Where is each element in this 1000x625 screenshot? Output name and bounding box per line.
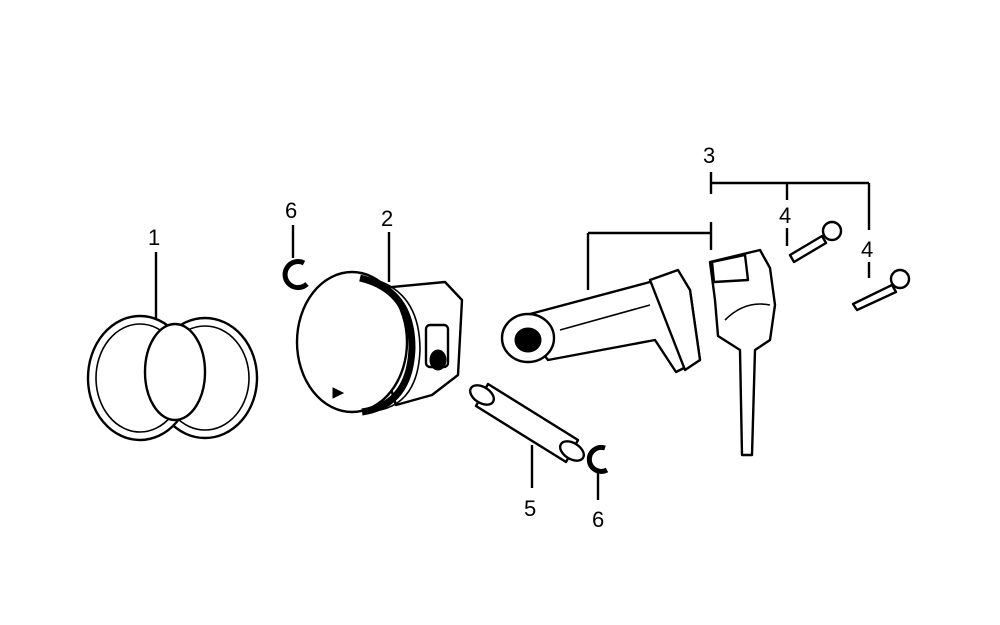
callout-4-lower: 4 [861,237,873,262]
callout-labels: 1 2 3 4 4 5 6 6 [148,143,873,532]
connecting-rod [500,268,702,374]
rod-cap [708,248,777,457]
leader-lines [154,172,871,500]
cap-bolt-lower [851,268,911,312]
callout-5: 5 [524,496,536,521]
callout-1: 1 [148,225,160,250]
callout-4-upper: 4 [779,203,791,228]
callout-6-lower: 6 [592,507,604,532]
callout-2: 2 [381,206,393,231]
callout-6-upper: 6 [285,198,297,223]
callout-3: 3 [703,143,715,168]
circlip-lower [586,444,609,474]
piston-pin [468,382,586,464]
piston-rings [86,314,259,442]
cap-bolt-upper [788,220,843,264]
piston [295,270,464,416]
circlip-upper [282,259,309,291]
